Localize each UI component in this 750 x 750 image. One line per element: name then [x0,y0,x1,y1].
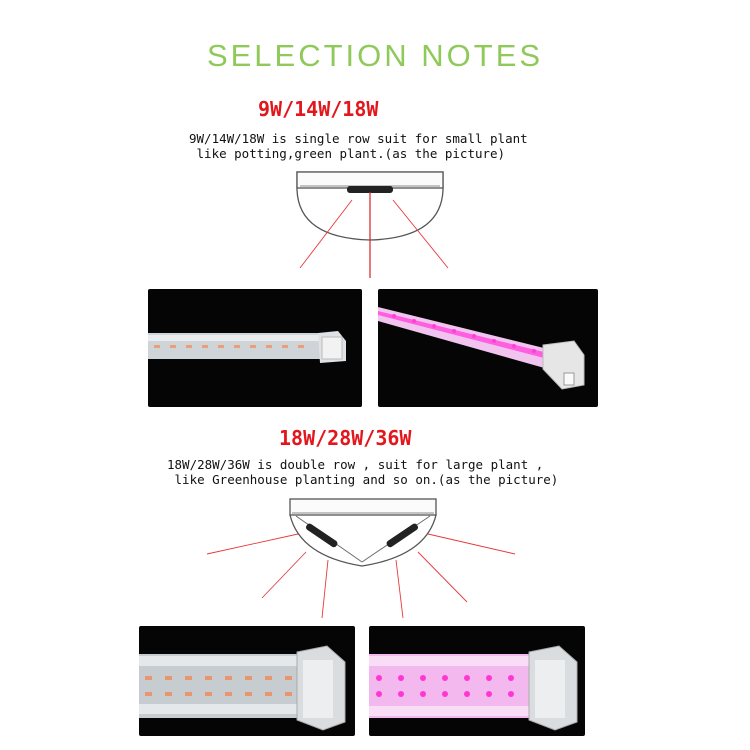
single-row-description-line2: like potting,green plant.(as the picture… [189,146,506,161]
light-ray [206,533,299,555]
page-title: SELECTION NOTES [206,38,544,73]
double-row-wattage: 18W/28W/36W [279,426,412,450]
double-row-tube-photo-pink [369,626,585,736]
double-row-tube-top-bar [289,498,437,516]
double-row-led-strip-left [306,523,338,548]
single-row-description-line1: 9W/14W/18W is single row suit for small … [189,131,528,146]
double-row-description-line2: like Greenhouse planting and so on.(as t… [167,472,559,487]
light-ray [321,559,329,619]
double-row-tube-outline [289,514,437,567]
double-row-led-strip-right [386,523,418,548]
light-ray [392,199,449,269]
single-row-wattage: 9W/14W/18W [258,97,379,121]
light-ray [427,533,516,555]
single-row-tube-photo-clear [148,289,362,407]
double-row-tube-photo-clear [139,626,355,736]
single-row-tube-photo-pink [378,289,598,407]
double-row-description-line1: 18W/28W/36W is double row , suit for lar… [167,457,544,472]
light-ray [395,559,404,619]
single-row-led-strip [347,186,393,193]
light-ray [417,551,468,603]
light-ray [261,551,307,599]
light-ray [299,199,353,269]
